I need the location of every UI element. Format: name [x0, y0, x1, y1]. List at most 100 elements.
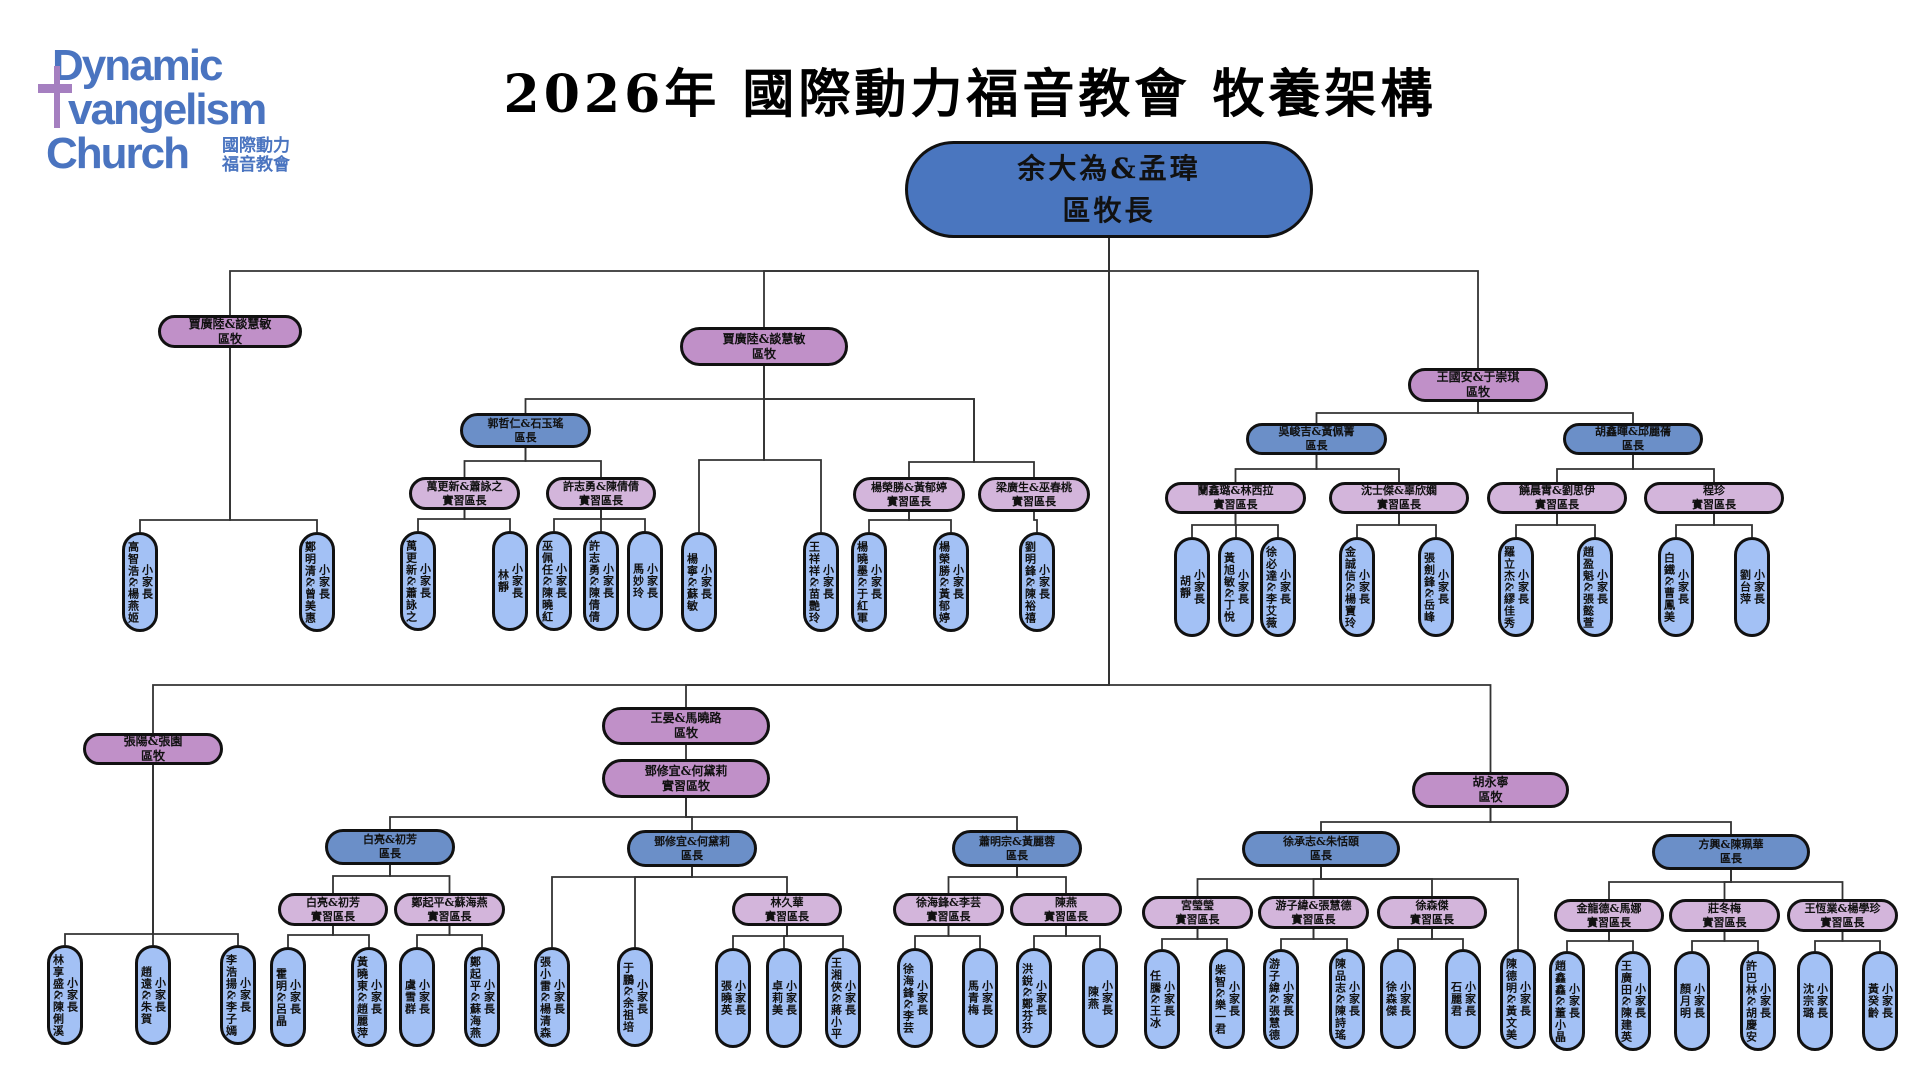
node-role: 實習區長	[1587, 915, 1631, 929]
node-name: 陳品志&陳詩瑤	[1333, 957, 1347, 1041]
node-name: 鄧修宜&何黛莉	[644, 763, 728, 778]
connector-line	[1431, 929, 1464, 949]
cell-leader-node: 楊榮勝&黃郁婷小家長	[933, 532, 969, 632]
node-role: 實習區長	[1044, 909, 1088, 923]
node-name: 張陽&張園	[123, 734, 183, 748]
cell-leader-node: 萬更新&蕭詠之小家長	[400, 531, 436, 631]
node-role: 實習區長	[887, 494, 931, 508]
cross-icon-bar	[38, 84, 72, 93]
connector-line	[914, 926, 950, 948]
node-name: 任騰&王冰	[1148, 969, 1162, 1029]
node-role: 實習區牧	[661, 778, 710, 793]
church-logo: Dynamic vangelism Church 國際動力 福音教會	[38, 44, 316, 179]
district-leader-node: 吳峻吉&黃佩菁區長	[1246, 423, 1387, 455]
node-role: 實習區長	[311, 909, 355, 923]
connector-line	[698, 366, 765, 532]
intern-district-leader-node: 王恆業&楊學珍實習區長	[1787, 899, 1898, 932]
connector-line	[1397, 929, 1433, 949]
connector-line	[1315, 455, 1400, 482]
node-name: 程珍	[1703, 484, 1725, 498]
connector-line	[1320, 867, 1433, 896]
connector-line	[416, 926, 451, 947]
connector-line	[1515, 514, 1558, 537]
connector-line	[1556, 455, 1634, 482]
cell-leader-node: 張劍鋒&岳峰小家長	[1418, 537, 1454, 637]
node-name: 徐森傑	[1384, 981, 1398, 1017]
cell-leader-node: 石麗君小家長	[1445, 949, 1481, 1049]
node-role: 小家長	[1162, 981, 1176, 1017]
logo-line-evangelism: vangelism	[68, 85, 267, 134]
node-name: 白亮&初芳	[363, 833, 417, 847]
node-name: 林靜	[496, 569, 510, 593]
cell-leader-node: 霍明&呂晶小家長	[270, 947, 306, 1047]
node-role: 小家長	[317, 564, 331, 600]
node-role: 小家長	[821, 564, 835, 600]
cell-leader-node: 徐必達&李艾薇小家長	[1260, 537, 1296, 637]
logo-cn-line1: 國際動力	[222, 136, 290, 155]
node-role: 實習區長	[1012, 494, 1056, 508]
connector-line	[763, 366, 1035, 477]
connector-line	[685, 798, 1018, 830]
node-name: 游子緯&張慧德	[1267, 957, 1281, 1041]
district-pastor-node: 王晏&馬曉路區牧	[602, 707, 770, 745]
intern-district-leader-node: 白亮&初芳實習區長	[278, 893, 388, 926]
connector-line	[1065, 926, 1101, 948]
node-role: 小家長	[288, 979, 302, 1015]
connector-line	[1632, 455, 1715, 482]
cell-leader-node: 張曉英小家長	[715, 948, 751, 1048]
cell-leader-node: 卓莉美小家長	[766, 948, 802, 1048]
node-role: 區牧	[217, 331, 242, 346]
node-name: 方興&陳珮華	[1698, 838, 1764, 852]
connector-line	[463, 448, 527, 477]
node-name: 虞雪群	[403, 979, 417, 1015]
node-name: 白鐵&曹鳳美	[1662, 551, 1676, 623]
intern-district-leader-node: 鄭起平&蘇海燕實習區長	[394, 893, 505, 926]
node-role: 區長	[1622, 439, 1644, 452]
cell-leader-node: 高智浩&楊燕姬小家長	[122, 532, 158, 632]
node-name: 賈廣陸&談慧敏	[188, 316, 272, 331]
node-role: 實習區長	[1291, 912, 1336, 926]
cell-leader-node: 李浩揚&李子嫣小家長	[220, 945, 256, 1045]
node-role: 小家長	[635, 979, 649, 1015]
node-name: 趙盈魁&張懿萱	[1581, 545, 1595, 629]
node-name: 饒晨霄&劉思伊	[1519, 484, 1595, 498]
node-name: 蕭明宗&黃麗蓉	[979, 834, 1055, 848]
cell-leader-node: 楊曉墨&于紅軍小家長	[851, 532, 887, 632]
node-name: 萬更新&蕭詠之	[404, 539, 418, 623]
intern-district-leader-node: 林久華實習區長	[732, 893, 842, 926]
node-role: 小家長	[417, 979, 431, 1015]
node-role: 小家長	[1752, 569, 1766, 605]
district-leader-node: 白亮&初芳區長	[325, 829, 455, 865]
intern-district-leader-node: 萬更新&蕭詠之實習區長	[409, 477, 520, 510]
district-pastor-node: 王國安&于崇琪區牧	[1408, 368, 1548, 402]
connector-line	[1566, 932, 1610, 951]
node-role: 小家長	[784, 980, 798, 1016]
node-name: 梁廣生&巫春桃	[996, 480, 1072, 494]
node-name: 霍明&呂晶	[274, 967, 288, 1027]
node-role: 小家長	[1676, 569, 1690, 605]
cell-leader-node: 劉台萍小家長	[1734, 537, 1770, 637]
node-role: 小家長	[1034, 980, 1048, 1016]
district-leader-node: 蕭明宗&黃麗蓉區長	[952, 830, 1082, 867]
connector-line	[1280, 929, 1315, 949]
connector-line	[553, 510, 602, 531]
node-role: 小家長	[1236, 569, 1250, 605]
node-name: 鄭起平&蘇海燕	[468, 955, 482, 1039]
node-name: 鄧修宜&何黛莉	[654, 834, 730, 848]
node-role: 實習區長	[1175, 912, 1220, 926]
connector-line	[763, 366, 822, 532]
node-name: 楊寧&蘇敏	[685, 552, 699, 612]
node-role: 小家長	[645, 563, 659, 599]
connector-line	[691, 867, 788, 893]
cell-leader-node: 于鵬&余祖培小家長	[617, 947, 653, 1047]
node-role: 小家長	[869, 564, 883, 600]
node-role: 小家長	[733, 980, 747, 1016]
connector-line	[1234, 514, 1279, 537]
node-role: 小家長	[1463, 981, 1477, 1017]
logo-chinese: 國際動力 福音教會	[222, 136, 290, 174]
cell-leader-node: 徐海鋒&李芸小家長	[897, 948, 933, 1048]
connector-line	[947, 926, 981, 948]
node-name: 黃曉東&趙麗萍	[355, 955, 369, 1039]
connector-line	[139, 348, 231, 532]
